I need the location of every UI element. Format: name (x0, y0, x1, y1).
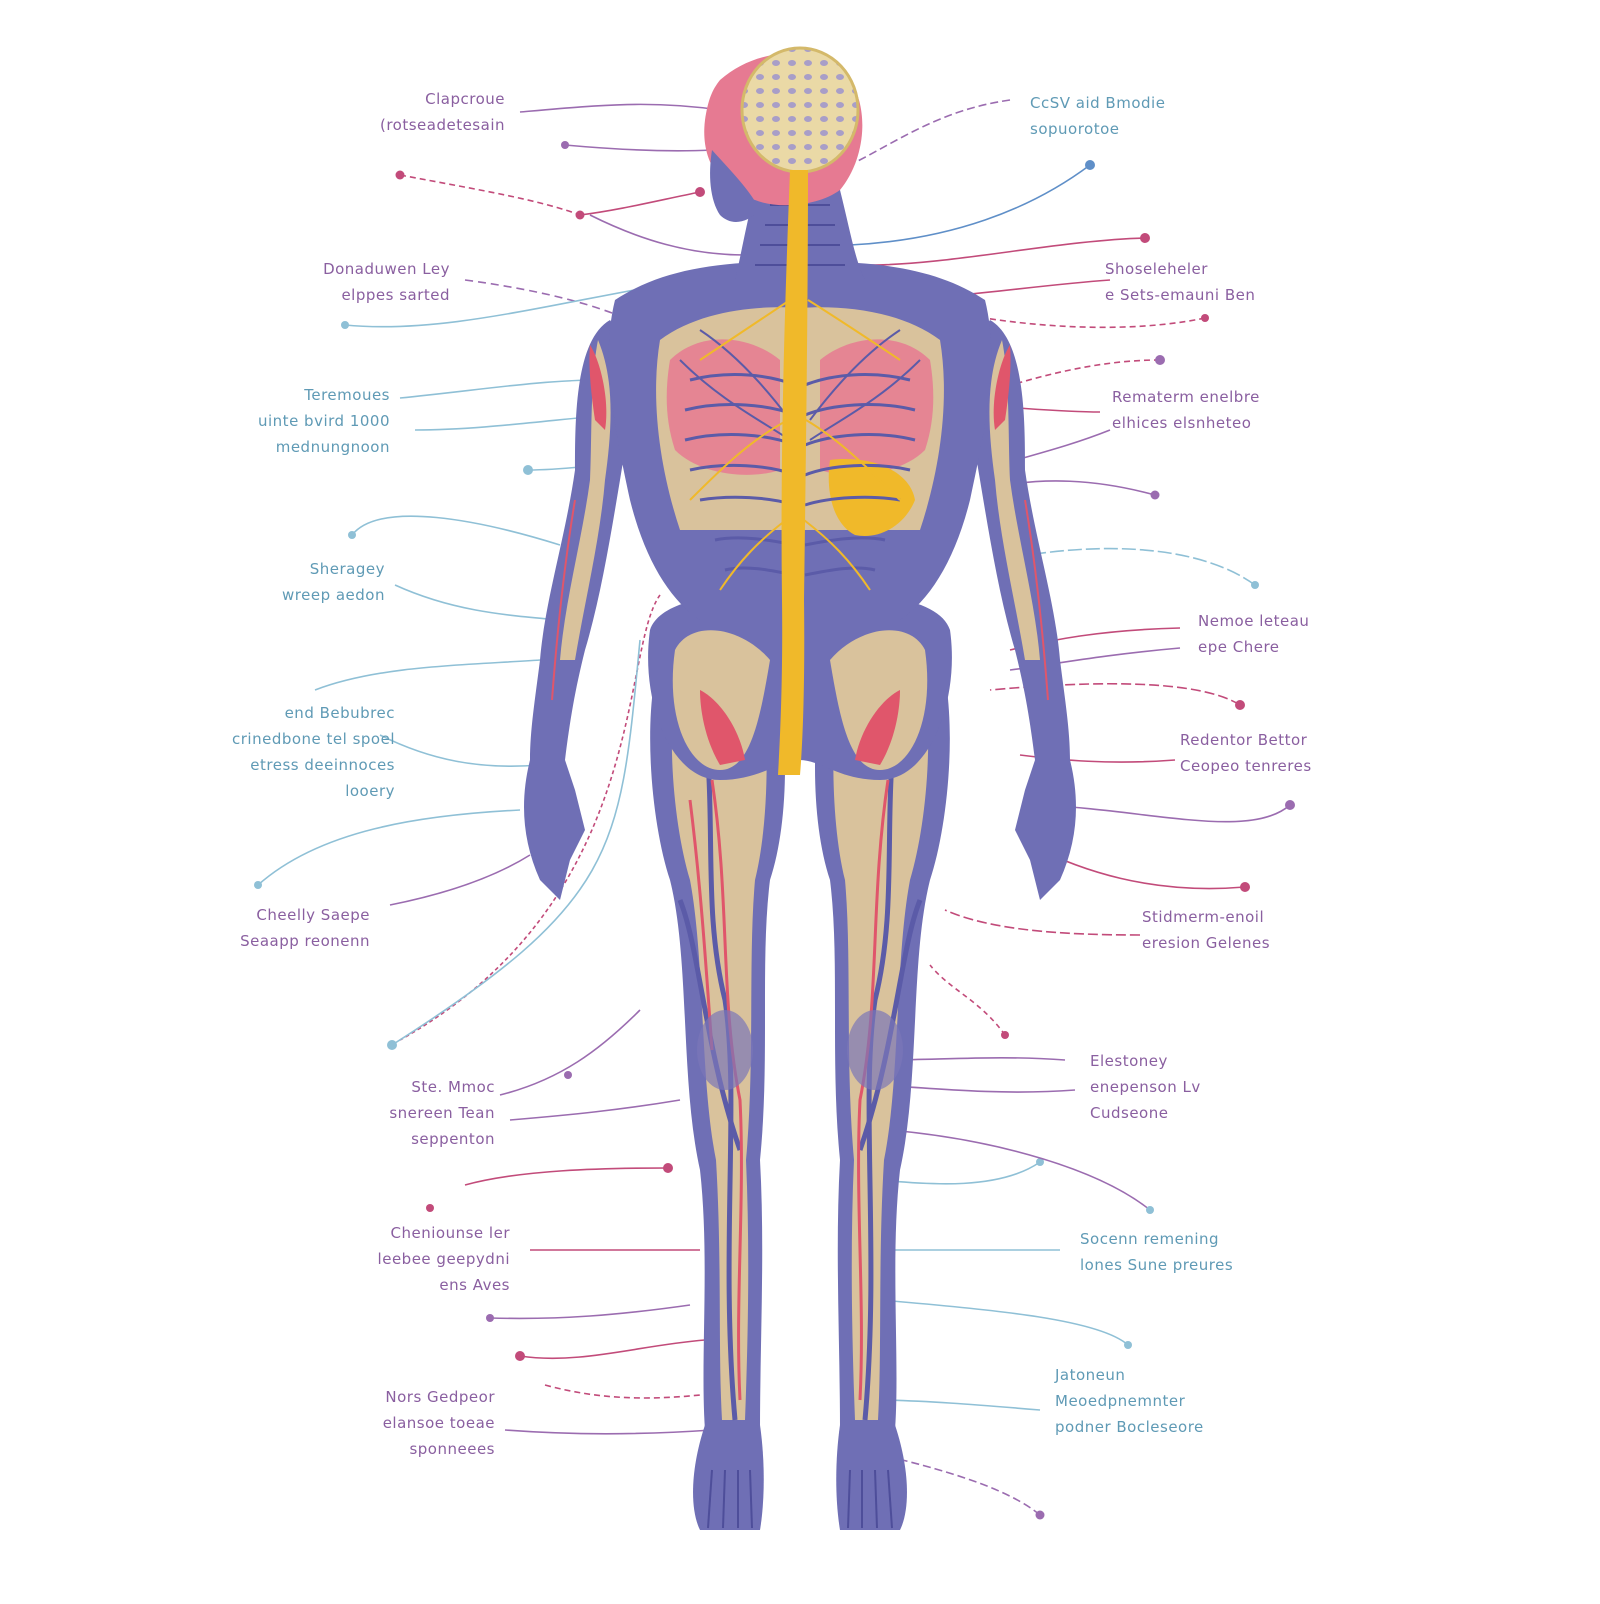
left-foot (693, 1425, 764, 1530)
label-right-5: Redentor Bettor Ceopeo tenreres (1180, 731, 1312, 775)
brain (740, 46, 860, 174)
label-left-7: Ste. Mmoc snereen Tean seppenton (389, 1078, 495, 1148)
label-left-6: Cheelly Saepe Seaapp reonenn (240, 906, 370, 950)
body-figure (524, 46, 1076, 1530)
label-left-3: Teremoues uinte bvird 1000 mednungnoon (258, 386, 390, 456)
leader-lines (254, 103, 746, 1435)
label-right-9: Jatoneun Meoedpnemnter podner Bocleseore (1055, 1366, 1204, 1436)
label-left-8: Cheniounse ler leebee geepydni ens Aves (377, 1224, 510, 1294)
label-right-2: Shoseleheler e Sets-emauni Ben (1105, 260, 1256, 304)
right-hand (1015, 760, 1076, 900)
label-left-5: end Bebubrec crinedbone tel spoel etress… (232, 704, 395, 800)
label-right-7: Elestoney enepenson Lv Cudseone (1090, 1052, 1201, 1122)
label-left-2: Donaduwen Ley elppes sarted (323, 260, 450, 304)
spinal-cord (778, 170, 808, 775)
label-left-1: Clapcroue (rotseadetesain (379, 90, 505, 134)
label-right-3: Rematerm enelbre elhices elsnheteo (1112, 388, 1260, 432)
label-right-8: Socenn remening lones Sune preures (1080, 1230, 1234, 1274)
left-hand (524, 760, 585, 900)
label-right-4: Nemoe leteau epe Chere (1198, 612, 1310, 656)
label-left-4: Sheragey wreep aedon (282, 560, 385, 604)
label-right-6: Stidmerm-enoil eresion Gelenes (1142, 908, 1271, 952)
label-right-1: CcSV aid Bmodie sopuorotoe (1030, 94, 1166, 138)
label-left-9: Nors Gedpeor elansoe toeae sponneees (382, 1388, 495, 1458)
right-foot (836, 1425, 907, 1530)
